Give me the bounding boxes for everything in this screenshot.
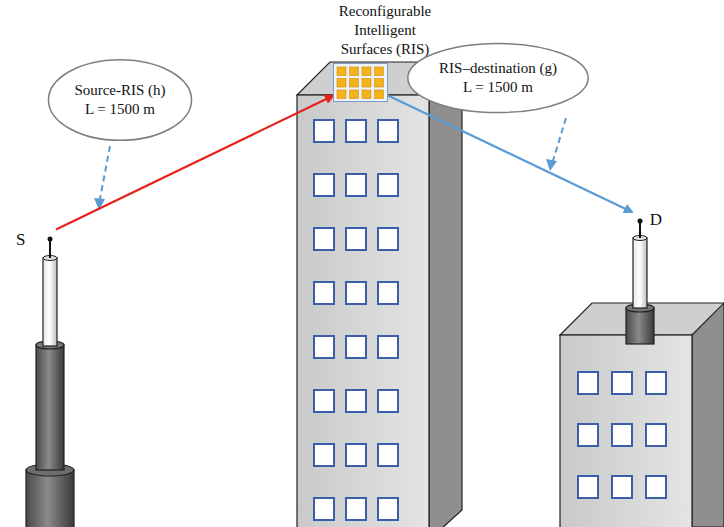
callout-ellipse: RIS–destination (g)L = 1500 m	[406, 42, 590, 114]
callout-ellipse-shape	[47, 58, 193, 142]
ris-element	[362, 67, 371, 76]
callout-text: RIS–destination (g)	[439, 59, 557, 78]
callout-ellipse-outline	[408, 43, 588, 112]
callout-ellipse-shape	[406, 42, 590, 114]
callout-ellipse: Source-RIS (h)L = 1500 m	[47, 58, 193, 142]
callout-text: L = 1500 m	[85, 100, 155, 119]
leader-head	[546, 159, 557, 171]
destination-building	[560, 303, 724, 527]
callout-text: L = 1500 m	[463, 78, 533, 97]
callout-text: Source-RIS (h)	[74, 81, 165, 100]
antenna-label: S	[16, 226, 56, 252]
ris-element	[362, 79, 371, 88]
ris-panel-shape	[333, 63, 388, 102]
ris-element	[375, 79, 384, 88]
terminal-label: S	[16, 230, 25, 249]
ris-panel-frame	[334, 64, 388, 102]
leader-line	[99, 146, 110, 204]
ris-panel: Reconfigurable Intelligent Surfaces (RIS…	[333, 63, 388, 102]
ris-element	[375, 67, 384, 76]
ris-element	[350, 67, 359, 76]
ris-heading: Reconfigurable Intelligent Surfaces (RIS…	[329, 2, 441, 59]
callout-ellipse-outline	[48, 60, 191, 141]
ris-element	[337, 79, 346, 88]
ris-building	[297, 62, 462, 527]
ris-element	[375, 90, 384, 99]
ris-element	[337, 67, 346, 76]
ris-element	[350, 79, 359, 88]
leader-line	[552, 118, 566, 164]
ris-element	[350, 90, 359, 99]
ris-element	[337, 90, 346, 99]
terminal-label: D	[650, 210, 662, 229]
link-arrow	[56, 96, 333, 230]
source-tower	[26, 237, 74, 527]
destination-antenna	[626, 219, 654, 345]
ris-element	[362, 90, 371, 99]
antenna-label: D	[632, 206, 662, 232]
link-arrow	[388, 96, 632, 212]
